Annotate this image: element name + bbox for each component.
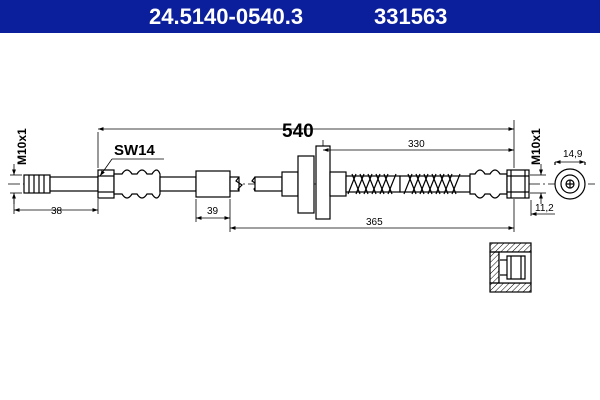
section-detail <box>489 242 532 293</box>
dim-left-thread: 38 <box>51 206 63 217</box>
dim-right-section: 365 <box>366 217 383 228</box>
protective-spring <box>345 173 471 195</box>
right-crimp-sleeve <box>469 169 508 199</box>
hose-segment-2 <box>254 176 283 192</box>
dim-sleeve: 39 <box>207 206 219 217</box>
right-hex-fitting <box>506 169 530 199</box>
left-threaded-end <box>23 174 99 194</box>
hose-segment-1 <box>159 176 197 192</box>
reference-code: 331563 <box>374 4 448 29</box>
left-crimp-sleeve <box>113 169 161 199</box>
end-view <box>554 162 586 200</box>
thread-left-label: M10x1 <box>15 128 29 165</box>
dim-end-diameter: 14,9 <box>563 149 583 160</box>
dim-spring-section: 330 <box>408 139 425 150</box>
hose-sleeve <box>195 170 231 198</box>
wrench-size-label: SW14 <box>114 142 156 159</box>
break-mark-left <box>235 176 243 192</box>
thread-right-label: M10x1 <box>529 128 543 165</box>
part-number: 24.5140-0540.3 <box>149 4 304 29</box>
sw14-leader <box>99 158 113 177</box>
dim-total-length: 540 <box>282 121 314 142</box>
title-bar: 24.5140-0540.3 331563 <box>0 0 600 33</box>
dim-end-offset: 11,2 <box>535 203 554 214</box>
mounting-bracket <box>281 145 347 220</box>
hex-fitting-sw14 <box>97 169 115 199</box>
